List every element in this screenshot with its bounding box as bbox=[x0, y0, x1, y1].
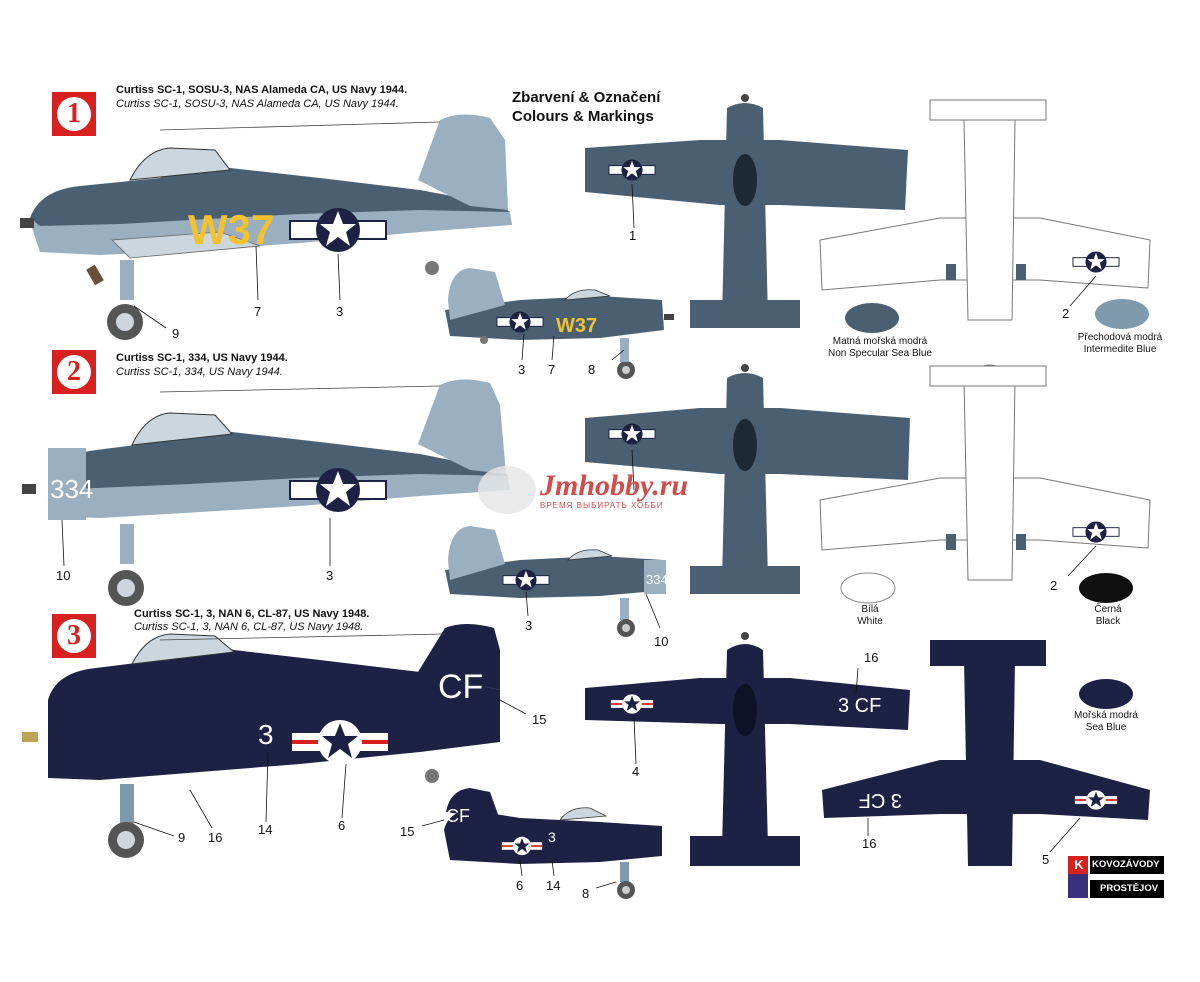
callout-8-small1: 8 bbox=[588, 362, 596, 377]
swatch-black bbox=[1079, 573, 1133, 603]
top-view-1 bbox=[585, 94, 908, 328]
variant-1-title: Curtiss SC-1, SOSU-3, NAS Alameda CA, US… bbox=[116, 84, 408, 96]
callout-10-small2: 10 bbox=[654, 634, 669, 649]
callout-9-row1: 9 bbox=[172, 326, 180, 341]
callout-3-small2: 3 bbox=[525, 618, 533, 633]
callout-16-bottom: 16 bbox=[862, 836, 877, 851]
wing-code-bottom: 3 CF bbox=[859, 789, 902, 811]
logo-k-letter: K bbox=[1074, 857, 1084, 872]
variant-1-number: 1 bbox=[57, 97, 91, 131]
bottom-view-2 bbox=[819, 364, 1151, 581]
swatch-non-specular-sea-blue bbox=[845, 303, 899, 333]
ship-logo-icon bbox=[478, 466, 536, 514]
logo-bottom-text: PROSTĚJOV bbox=[1100, 883, 1159, 894]
callout-6-small3: 6 bbox=[516, 878, 524, 893]
callout-4: 4 bbox=[632, 764, 640, 779]
side-view-small-3 bbox=[444, 788, 662, 899]
kovozavody-logo-graphic bbox=[1068, 856, 1164, 898]
callout-7-small1: 7 bbox=[548, 362, 556, 377]
bottom-view-1 bbox=[819, 99, 1151, 321]
swatch-en: Non Specular Sea Blue bbox=[828, 348, 932, 359]
variant-3-number: 3 bbox=[57, 619, 91, 653]
variant-1-subtitle: Curtiss SC-1, SOSU-3, NAS Alameda CA, US… bbox=[116, 98, 399, 110]
swatch-label-intermediate-blue: Přechodová modrá Intermedite Blue bbox=[1050, 332, 1190, 356]
variant-2-number: 2 bbox=[57, 355, 91, 389]
heading-cz: Zbarvení & Označení bbox=[512, 89, 661, 106]
tail-code-cf-large: CF bbox=[438, 668, 483, 706]
callout-15-small3: 15 bbox=[400, 824, 415, 839]
swatch-label-black: Černá Black bbox=[1038, 604, 1178, 628]
swatch-cz: Matná mořská modrá bbox=[832, 336, 928, 347]
callout-16-top: 16 bbox=[864, 650, 879, 665]
code-3-small: 3 bbox=[548, 829, 556, 845]
variant-3-badge: 3 bbox=[52, 614, 96, 658]
bottom-view-3 bbox=[822, 640, 1150, 866]
callout-3-row1: 3 bbox=[336, 304, 344, 319]
variant-1-badge: 1 bbox=[52, 92, 96, 136]
wing-code-top: 3 CF bbox=[838, 695, 881, 717]
swatch-en: Sea Blue bbox=[1085, 722, 1127, 733]
code-w37-small: W37 bbox=[556, 315, 597, 337]
swatch-cz: Černá bbox=[1094, 604, 1122, 615]
callout-6-row3: 6 bbox=[338, 818, 346, 833]
logo-top-text: KOVOZÁVODY bbox=[1092, 859, 1160, 870]
swatch-en: Intermedite Blue bbox=[1083, 344, 1157, 355]
top-view-3 bbox=[585, 632, 910, 866]
side-view-large-3 bbox=[22, 624, 500, 858]
code-w37-large: W37 bbox=[188, 206, 274, 253]
tail-code-cf-small: CF bbox=[446, 806, 470, 826]
callout-14-row3: 14 bbox=[258, 822, 273, 837]
watermark-tagline: ВРЕМЯ ВЫБИРАТЬ ХОББИ bbox=[540, 500, 664, 510]
callout-3-row2: 3 bbox=[326, 568, 334, 583]
code-334-small: 334 bbox=[646, 572, 668, 587]
side-view-large-2 bbox=[22, 379, 510, 606]
callout-2-row1: 2 bbox=[1062, 306, 1070, 321]
swatch-en: White bbox=[857, 616, 883, 627]
swatch-label-sea-blue: Mořská modrá Sea Blue bbox=[1036, 710, 1176, 734]
side-view-small-1 bbox=[445, 268, 674, 379]
callout-9-row3: 9 bbox=[178, 830, 186, 845]
swatch-sea-blue bbox=[1079, 679, 1133, 709]
heading-en: Colours & Markings bbox=[512, 108, 654, 125]
swatch-intermediate-blue bbox=[1095, 299, 1149, 329]
swatch-cz: Bílá bbox=[861, 604, 879, 615]
variant-2-badge: 2 bbox=[52, 350, 96, 394]
colours-heading: Zbarvení & Označení Colours & Markings bbox=[512, 88, 660, 126]
swatch-label-non-specular-sea-blue: Matná mořská modrá Non Specular Sea Blue bbox=[810, 336, 950, 360]
code-3-large: 3 bbox=[258, 719, 274, 750]
code-334-large: 334 bbox=[50, 474, 93, 504]
watermark-name: Jmhobby.ru bbox=[540, 468, 689, 502]
side-view-large-1 bbox=[20, 114, 512, 340]
callout-7-row1: 7 bbox=[254, 304, 262, 319]
callout-16-row3: 16 bbox=[208, 830, 223, 845]
swatch-label-white: Bílá White bbox=[800, 604, 940, 628]
callout-1: 1 bbox=[629, 228, 637, 243]
callout-10-row2: 10 bbox=[56, 568, 71, 583]
callout-3-small1: 3 bbox=[518, 362, 526, 377]
variant-2-title: Curtiss SC-1, 334, US Navy 1944. bbox=[116, 352, 288, 364]
swatch-en: Black bbox=[1095, 616, 1121, 627]
swatch-white bbox=[840, 572, 896, 604]
callout-14-small3: 14 bbox=[546, 878, 561, 893]
callout-5: 5 bbox=[1042, 852, 1050, 867]
callout-2-row2: 2 bbox=[1050, 578, 1058, 593]
leader-lines bbox=[61, 183, 1097, 889]
callout-15-row3: 15 bbox=[532, 712, 547, 727]
side-view-small-2 bbox=[445, 526, 666, 637]
callout-8-small3: 8 bbox=[582, 886, 590, 901]
variant-3-subtitle: Curtiss SC-1, 3, NAN 6, CL-87, US Navy 1… bbox=[134, 621, 364, 633]
swatch-cz: Mořská modrá bbox=[1074, 710, 1138, 721]
top-view-2 bbox=[585, 364, 910, 594]
variant-2-subtitle: Curtiss SC-1, 334, US Navy 1944. bbox=[116, 366, 283, 378]
variant-3-title: Curtiss SC-1, 3, NAN 6, CL-87, US Navy 1… bbox=[134, 608, 370, 620]
swatch-cz: Přechodová modrá bbox=[1077, 332, 1163, 343]
jmhobby-watermark: Jmhobby.ru ВРЕМЯ ВЫБИРАТЬ ХОББИ bbox=[478, 466, 688, 514]
